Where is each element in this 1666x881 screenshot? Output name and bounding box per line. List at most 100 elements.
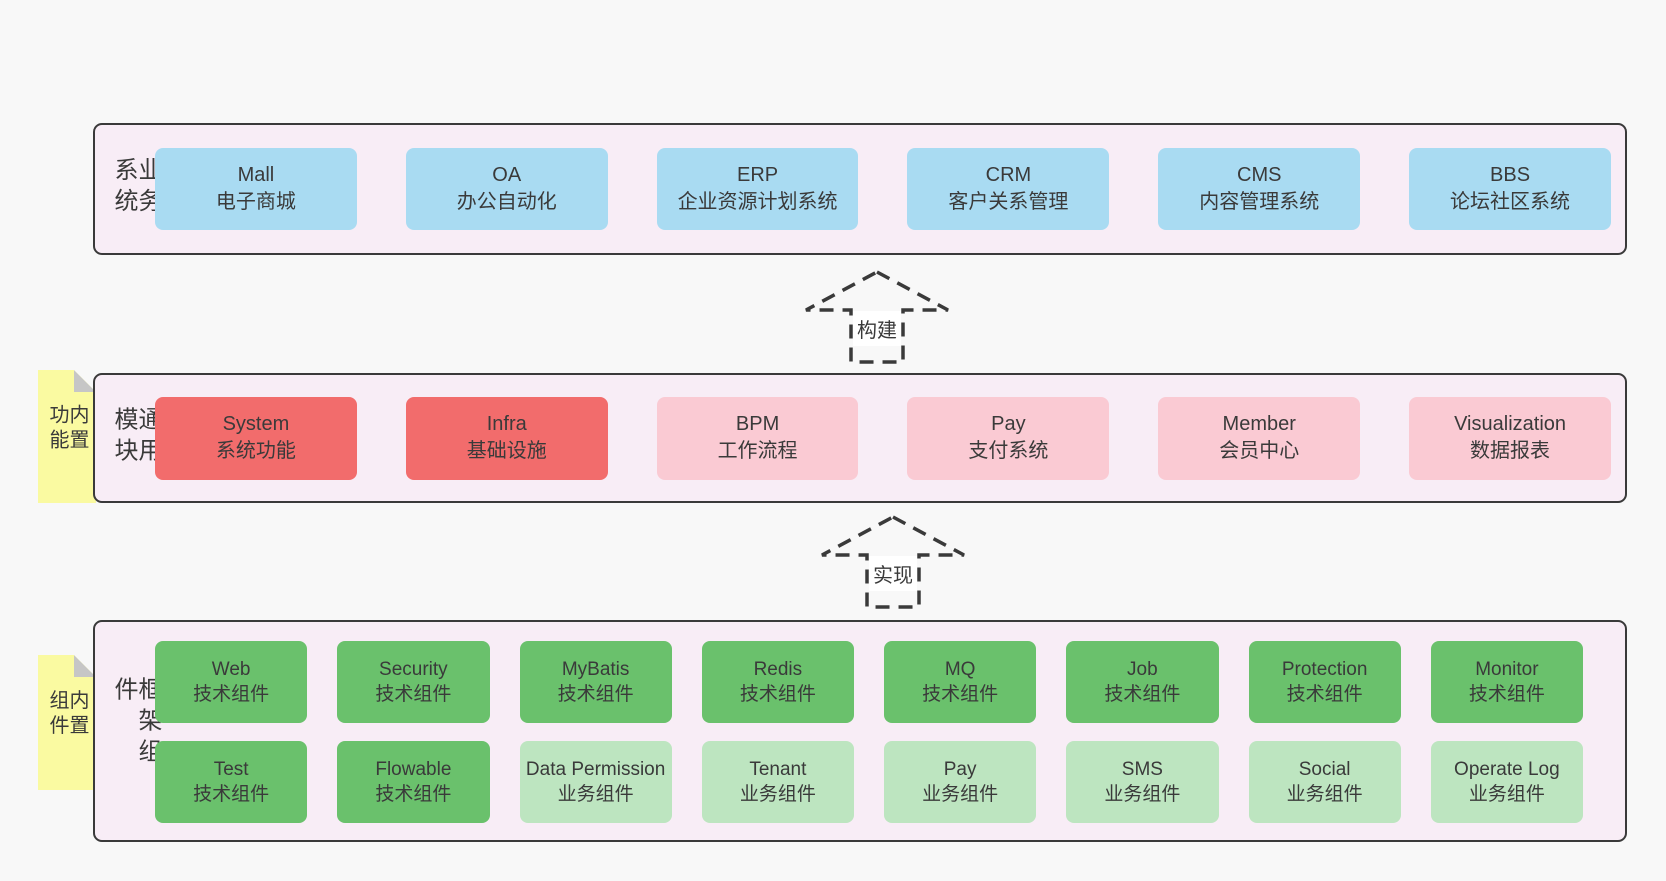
box-mall: Mall 电子商城	[155, 148, 357, 230]
box-cms: CMS 内容管理系统	[1158, 148, 1361, 230]
arrow-label-implement: 实现	[869, 556, 917, 591]
box-security: Security 技术组件	[337, 641, 490, 723]
box-subtitle: 业务组件	[557, 784, 634, 805]
box-title: MyBatis	[561, 659, 630, 680]
box-subtitle: 业务组件	[922, 784, 999, 805]
box-subtitle: 业务组件	[1468, 784, 1545, 805]
box-tenant: Tenant 业务组件	[701, 741, 854, 823]
box-bpm: BPM 工作流程	[656, 396, 859, 480]
sticky-note-builtin-features: 内置功能	[38, 370, 96, 503]
box-title: OA	[492, 164, 522, 186]
box-sms: SMS 业务组件	[1066, 741, 1219, 823]
box-subtitle: 技术组件	[375, 684, 452, 705]
box-crm: CRM 客户关系管理	[907, 148, 1110, 230]
layer-common-modules: 通用模块 System 系统功能 Infra 基础设施 BPM 工作流程 Pay 支付系统 Me…	[93, 373, 1627, 503]
box-title: Social	[1298, 759, 1351, 780]
box-subtitle: 业务组件	[739, 784, 816, 805]
box-operate-log: Operate Log 业务组件	[1430, 741, 1583, 823]
box-pay: Pay 支付系统	[907, 396, 1110, 480]
box-subtitle: 工作流程	[717, 440, 798, 462]
box-system: System 系统功能	[155, 396, 357, 480]
box-subtitle: 技术组件	[193, 784, 270, 805]
box-test: Test 技术组件	[155, 741, 308, 823]
sticky-note-builtin-components: 内置组件	[38, 655, 96, 790]
box-subtitle: 内容管理系统	[1199, 191, 1320, 213]
sticky-note-label: 内置功能	[46, 403, 88, 454]
box-subtitle: 电子商城	[215, 191, 296, 213]
box-title: Web	[211, 659, 251, 680]
layer-label-common-modules: 通用模块	[110, 406, 161, 469]
box-subtitle: 客户关系管理	[948, 191, 1069, 213]
box-title: Pay	[943, 759, 977, 780]
box-mybatis: MyBatis 技术组件	[519, 641, 672, 723]
box-title: Operate Log	[1454, 759, 1560, 780]
box-subtitle: 支付系统	[968, 440, 1049, 462]
box-title: Mall	[237, 164, 275, 186]
box-social: Social 业务组件	[1248, 741, 1401, 823]
sticky-note-label: 内置组件	[46, 688, 88, 739]
common-modules-row: System 系统功能 Infra 基础设施 BPM 工作流程 Pay 支付系统 Member 会…	[155, 375, 1611, 501]
box-title: Security	[379, 659, 448, 680]
box-oa: OA 办公自动化	[405, 148, 608, 230]
box-subtitle: 技术组件	[1468, 684, 1545, 705]
box-subtitle: 系统功能	[215, 440, 296, 462]
box-title: Data Permission	[525, 759, 666, 780]
box-title: Protection	[1281, 659, 1368, 680]
box-subtitle: 会员中心	[1219, 440, 1300, 462]
box-title: BBS	[1490, 164, 1531, 186]
box-redis: Redis 技术组件	[701, 641, 854, 723]
up-arrow-build: 构建	[802, 269, 952, 365]
box-subtitle: 业务组件	[1104, 784, 1181, 805]
up-arrow-implement: 实现	[818, 514, 968, 610]
box-monitor: Monitor 技术组件	[1430, 641, 1583, 723]
box-title: System	[222, 413, 290, 435]
box-flowable: Flowable 技术组件	[337, 741, 490, 823]
box-title: Infra	[486, 413, 527, 435]
box-subtitle: 业务组件	[1286, 784, 1363, 805]
box-title: BPM	[735, 413, 780, 435]
box-title: Monitor	[1475, 659, 1539, 680]
box-subtitle: 技术组件	[193, 684, 270, 705]
box-visualization: Visualization 数据报表	[1409, 396, 1611, 480]
box-title: Tenant	[749, 759, 807, 780]
layer-label-business-systems: 业务系统	[110, 157, 161, 219]
box-web: Web 技术组件	[155, 641, 308, 723]
box-subtitle: 数据报表	[1470, 440, 1551, 462]
box-title: Pay	[991, 413, 1026, 435]
box-title: Visualization	[1454, 413, 1567, 435]
box-data-permission: Data Permission 业务组件	[519, 741, 672, 823]
box-title: Test	[213, 759, 249, 780]
box-subtitle: 技术组件	[922, 684, 999, 705]
box-subtitle: 技术组件	[557, 684, 634, 705]
arrow-label-build: 构建	[853, 311, 901, 346]
box-bbs: BBS 论坛社区系统	[1409, 148, 1611, 230]
box-subtitle: 论坛社区系统	[1450, 191, 1571, 213]
box-title: SMS	[1121, 759, 1163, 780]
box-pay: Pay 业务组件	[884, 741, 1037, 823]
box-title: Flowable	[375, 759, 452, 780]
layer-label-framework-components: 框架组件	[110, 676, 161, 770]
box-title: CRM	[985, 164, 1032, 186]
box-title: MQ	[944, 659, 976, 680]
box-mq: MQ 技术组件	[884, 641, 1037, 723]
box-subtitle: 技术组件	[375, 784, 452, 805]
box-subtitle: 基础设施	[466, 440, 547, 462]
box-job: Job 技术组件	[1066, 641, 1219, 723]
box-title: CMS	[1237, 164, 1282, 186]
box-subtitle: 技术组件	[739, 684, 816, 705]
box-subtitle: 办公自动化	[456, 191, 557, 213]
box-title: Redis	[753, 659, 803, 680]
box-subtitle: 技术组件	[1104, 684, 1181, 705]
box-title: Job	[1127, 659, 1158, 680]
box-title: Member	[1222, 413, 1296, 435]
box-title: ERP	[737, 164, 779, 186]
box-infra: Infra 基础设施	[405, 396, 608, 480]
